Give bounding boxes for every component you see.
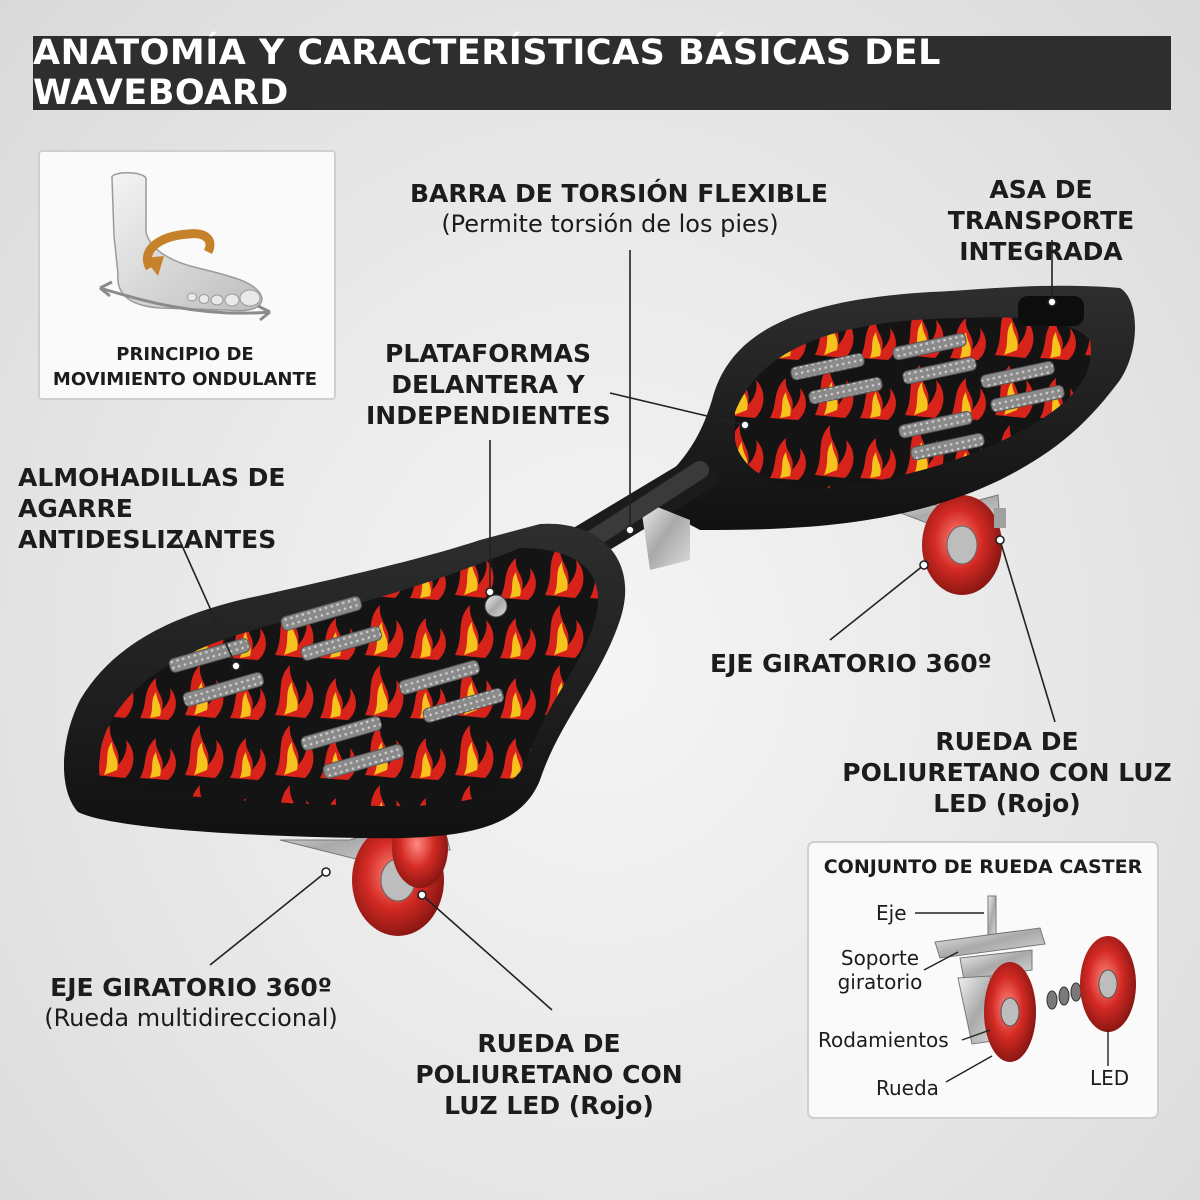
- caster-swivel-support-label: Soporte giratorio: [837, 946, 923, 994]
- caster-axle-label: Eje: [876, 901, 907, 925]
- caster-assembly-title: CONJUNTO DE RUEDA CASTER: [823, 856, 1143, 878]
- foot-icon: [99, 172, 271, 322]
- rear-caster: [879, 494, 1006, 595]
- page-title: ANATOMÍA Y CARACTERÍSTICAS BÁSICAS DEL W…: [33, 33, 1171, 113]
- caster-diagram: [807, 841, 1159, 1119]
- torsion-bar-subtitle: (Permite torsión de los pies): [441, 210, 779, 238]
- caster-led-label: LED: [1090, 1066, 1130, 1090]
- swivel-left-title: EJE GIRATORIO 360º: [50, 973, 332, 1002]
- swivel-left-label: EJE GIRATORIO 360º (Rueda multidireccion…: [32, 972, 350, 1034]
- swivel-left-subtitle: (Rueda multidireccional): [44, 1004, 338, 1032]
- wheel-right-label: RUEDA DE POLIURETANO CON LUZ LED (Rojo): [842, 727, 1172, 818]
- rear-deck: [640, 285, 1135, 530]
- torsion-bar-label: BARRA DE TORSIÓN FLEXIBLE (Permite torsi…: [410, 178, 828, 240]
- platforms-label: PLATAFORMAS DELANTERA Y INDEPENDIENTES: [366, 339, 611, 430]
- front-deck: [63, 523, 626, 839]
- leader-lines: [174, 240, 1057, 1011]
- handle-label: ASA DE TRANSPORTE INTEGRADA: [947, 175, 1135, 266]
- caster-bearings-label: Rodamientos: [818, 1028, 949, 1052]
- grip-pads-label: ALMOHADILLAS DE AGARRE ANTIDESLIZANTES: [18, 463, 286, 554]
- swivel-right-label: EJE GIRATORIO 360º: [710, 649, 992, 678]
- caster-wheel-label: Rueda: [876, 1076, 939, 1100]
- torsion-bar-title: BARRA DE TORSIÓN FLEXIBLE: [410, 179, 828, 208]
- motion-principle-label: PRINCIPIO DE MOVIMIENTO ONDULANTE: [52, 344, 318, 390]
- wheel-left-label: RUEDA DE POLIURETANO CON LUZ LED (Rojo): [415, 1029, 683, 1120]
